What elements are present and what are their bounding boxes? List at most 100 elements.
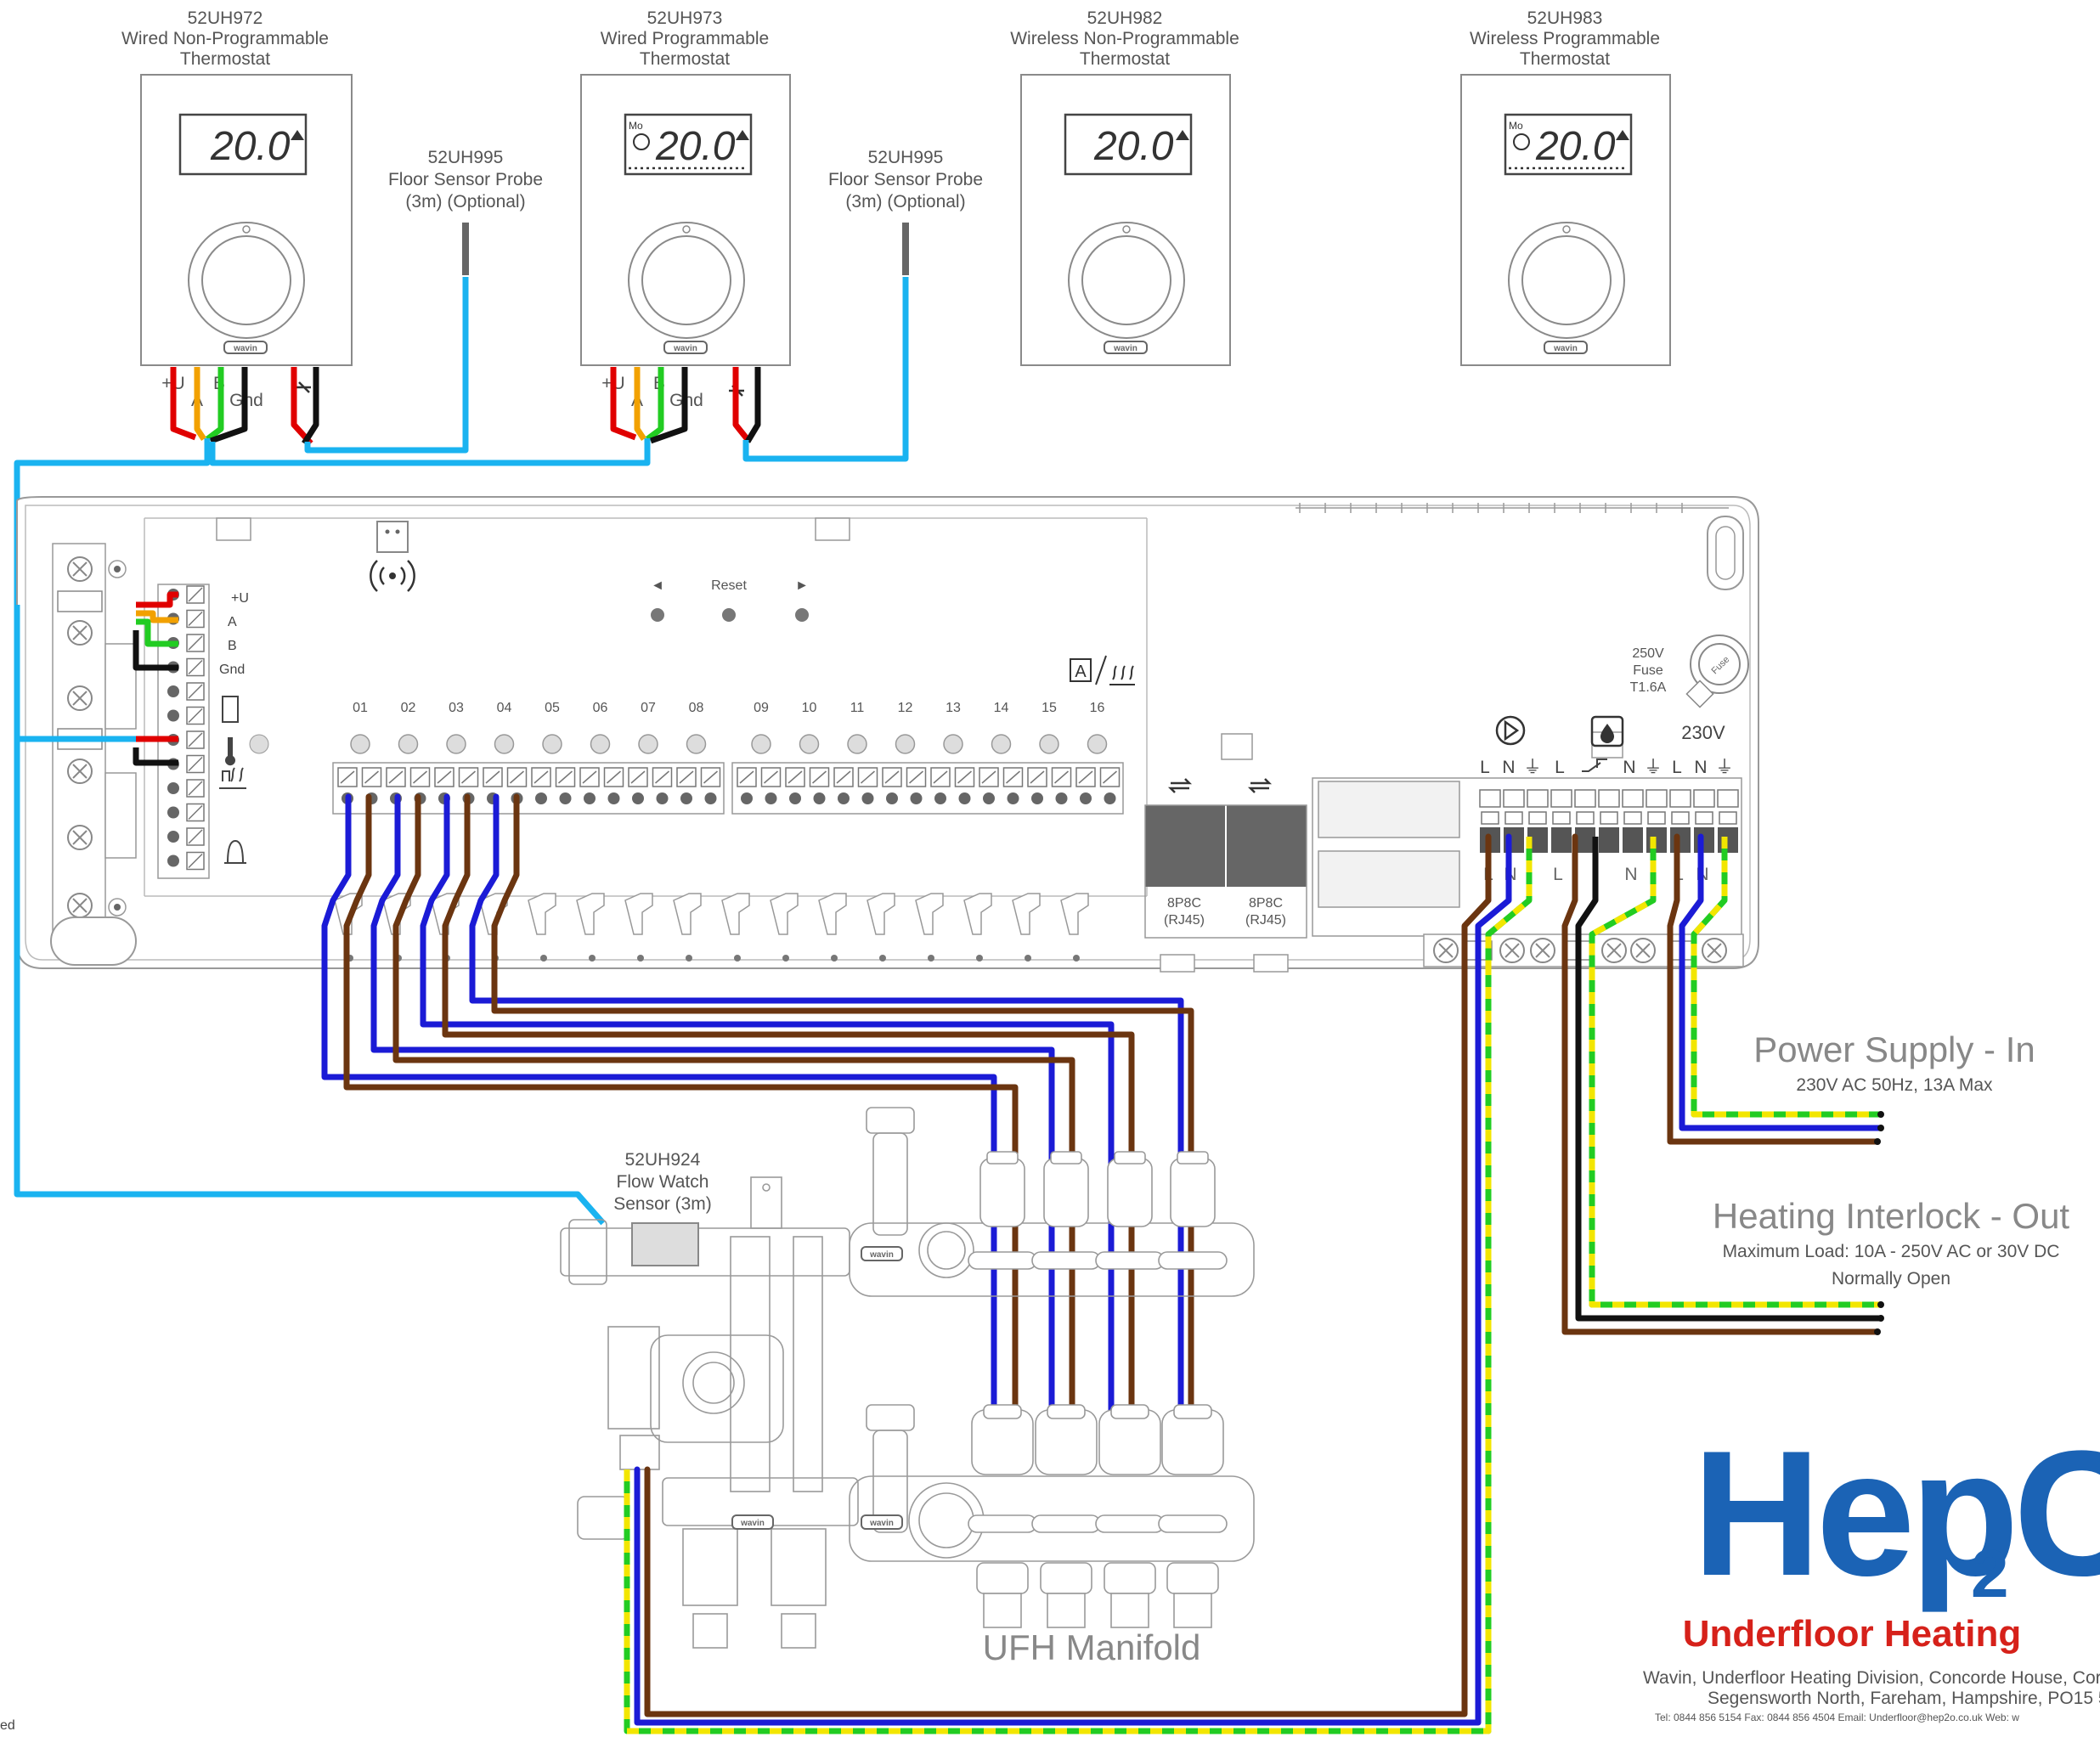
screw-terminal xyxy=(1702,938,1727,963)
sensor-type: Floor Sensor Probe xyxy=(388,170,543,189)
terminal-lever-mark xyxy=(510,770,524,784)
zone-led xyxy=(446,734,466,754)
zone-label: 16 xyxy=(1090,701,1105,715)
flow-slot xyxy=(1095,1251,1165,1270)
wago-clamp xyxy=(57,590,103,612)
floor-heating-icon xyxy=(219,767,246,789)
mains-terminal-clip xyxy=(1600,811,1618,825)
left-button[interactable] xyxy=(651,608,664,622)
flow-meter xyxy=(1043,1158,1089,1227)
svg-text:wavin: wavin xyxy=(233,344,257,353)
interlock-contact: Normally Open xyxy=(1832,1269,1950,1289)
terminal-hole xyxy=(584,792,596,804)
floor-sensor-probe-2: 52UH995 Floor Sensor Probe (3m) (Optiona… xyxy=(828,148,983,275)
zone-led xyxy=(590,734,611,754)
corner-text: ed xyxy=(0,1718,15,1733)
zone-led xyxy=(686,734,707,754)
svg-text:L: L xyxy=(1672,758,1682,777)
zone-label: 04 xyxy=(497,701,512,715)
zone-led xyxy=(799,734,820,754)
thermostat-model: 52UH973 xyxy=(647,8,723,28)
manifold-label: UFH Manifold xyxy=(983,1627,1201,1667)
thermostat-type: Wired Non-Programmable xyxy=(121,29,329,48)
thermostat-3: 52UH982 Wireless Non-Programmable Thermo… xyxy=(1010,8,1239,366)
terminal-lever-mark xyxy=(413,770,427,784)
svg-text:wavin: wavin xyxy=(869,1519,894,1528)
terminal-hole xyxy=(607,792,620,804)
return-slot xyxy=(1095,1514,1165,1533)
screw-terminal xyxy=(67,685,93,711)
bus-terminal-hole xyxy=(167,782,179,794)
zone-led xyxy=(895,734,916,754)
right-button[interactable] xyxy=(795,608,809,622)
mains-terminal-lever xyxy=(1622,789,1644,808)
screw-terminal xyxy=(67,556,93,582)
wavin-badge xyxy=(731,1514,774,1530)
bus-terminal-hole xyxy=(167,854,179,867)
antenna-connector xyxy=(376,521,409,553)
cable-clamp xyxy=(818,893,847,935)
terminal-hole xyxy=(1055,792,1068,804)
flow-slot xyxy=(968,1251,1037,1270)
mains-terminal-hole xyxy=(1694,827,1714,853)
bus-lever-mark xyxy=(188,684,203,699)
flow-watch-sensor xyxy=(631,1222,699,1266)
mains-terminal-hole xyxy=(1575,827,1595,853)
cable-clamp xyxy=(867,893,895,935)
mains-terminal-clip xyxy=(1528,811,1547,825)
mains-terminal-lever xyxy=(1503,789,1525,808)
terminal-hole xyxy=(1104,792,1116,804)
svg-text:⏚: ⏚ xyxy=(1645,758,1662,777)
terminal-lever-mark xyxy=(861,770,875,784)
svg-text:N: N xyxy=(1694,758,1707,777)
zone-label: 15 xyxy=(1042,701,1057,715)
floor-sensor-probe-1: 52UH995 Floor Sensor Probe (3m) (Optiona… xyxy=(388,148,543,275)
ufh-manifold: 52UH924 Flow Watch Sensor (3m) xyxy=(560,1107,1255,1667)
screw-terminal xyxy=(67,759,93,784)
screw-terminal xyxy=(1630,938,1656,963)
terminal-hole xyxy=(934,792,946,804)
terminal-lever-mark xyxy=(582,770,597,784)
screw-terminal xyxy=(1601,938,1627,963)
terminal-hole xyxy=(861,792,874,804)
rj45-ports: 8P8C (RJ45) 8P8C (RJ45) xyxy=(1144,733,1307,973)
screw-terminal xyxy=(67,893,93,918)
terminal-hole xyxy=(632,792,644,804)
auto-mode-icon: A xyxy=(1070,655,1135,685)
terminal-lever-mark xyxy=(1078,770,1093,784)
thermostat-model: 52UH982 xyxy=(1087,8,1163,28)
mains-terminal-lever xyxy=(1693,789,1715,808)
zone-led xyxy=(1039,734,1059,754)
svg-text:N: N xyxy=(1624,865,1637,884)
bus-lever-mark xyxy=(188,659,203,675)
power-supply-cable xyxy=(1667,965,1884,1145)
return-port-nut xyxy=(983,1593,1022,1628)
zone-led xyxy=(398,734,419,754)
logo-trailing: C xyxy=(2013,1413,2100,1613)
thermostat-display xyxy=(624,113,753,176)
actuator-head xyxy=(971,1409,1034,1475)
zone-led xyxy=(494,734,515,754)
svg-text:Tel: 0844 856 5154 Fax: 08: Tel: 0844 856 5154 Fax: 0844 856 4504 Em… xyxy=(1655,1712,2019,1723)
wavin-badge xyxy=(1104,341,1148,354)
svg-text:+U: +U xyxy=(231,591,249,606)
up-arrow-icon xyxy=(1176,130,1189,140)
pump-cables xyxy=(624,965,1492,1734)
thermostat-wiring xyxy=(14,277,909,608)
reset-button[interactable] xyxy=(722,608,736,622)
power-supply-title: Power Supply - In xyxy=(1753,1029,2035,1069)
thermostat-type-2: Thermostat xyxy=(1520,49,1610,69)
sensor-note: (3m) (Optional) xyxy=(845,192,965,211)
terminal-lever-mark xyxy=(533,770,549,784)
sensor-icon xyxy=(222,696,239,723)
svg-text:(RJ45): (RJ45) xyxy=(1164,913,1205,928)
mains-terminal-lever xyxy=(1479,789,1501,808)
svg-text:⏚: ⏚ xyxy=(1716,758,1734,777)
flow-meter xyxy=(1170,1158,1216,1227)
screw-terminal xyxy=(1499,938,1525,963)
bus-terminal-hole xyxy=(167,709,179,722)
terminal-lever-mark xyxy=(485,770,500,784)
day-label: Mo xyxy=(1509,120,1523,132)
svg-text:250V: 250V xyxy=(1632,646,1664,661)
bus-lever-mark xyxy=(188,756,203,772)
